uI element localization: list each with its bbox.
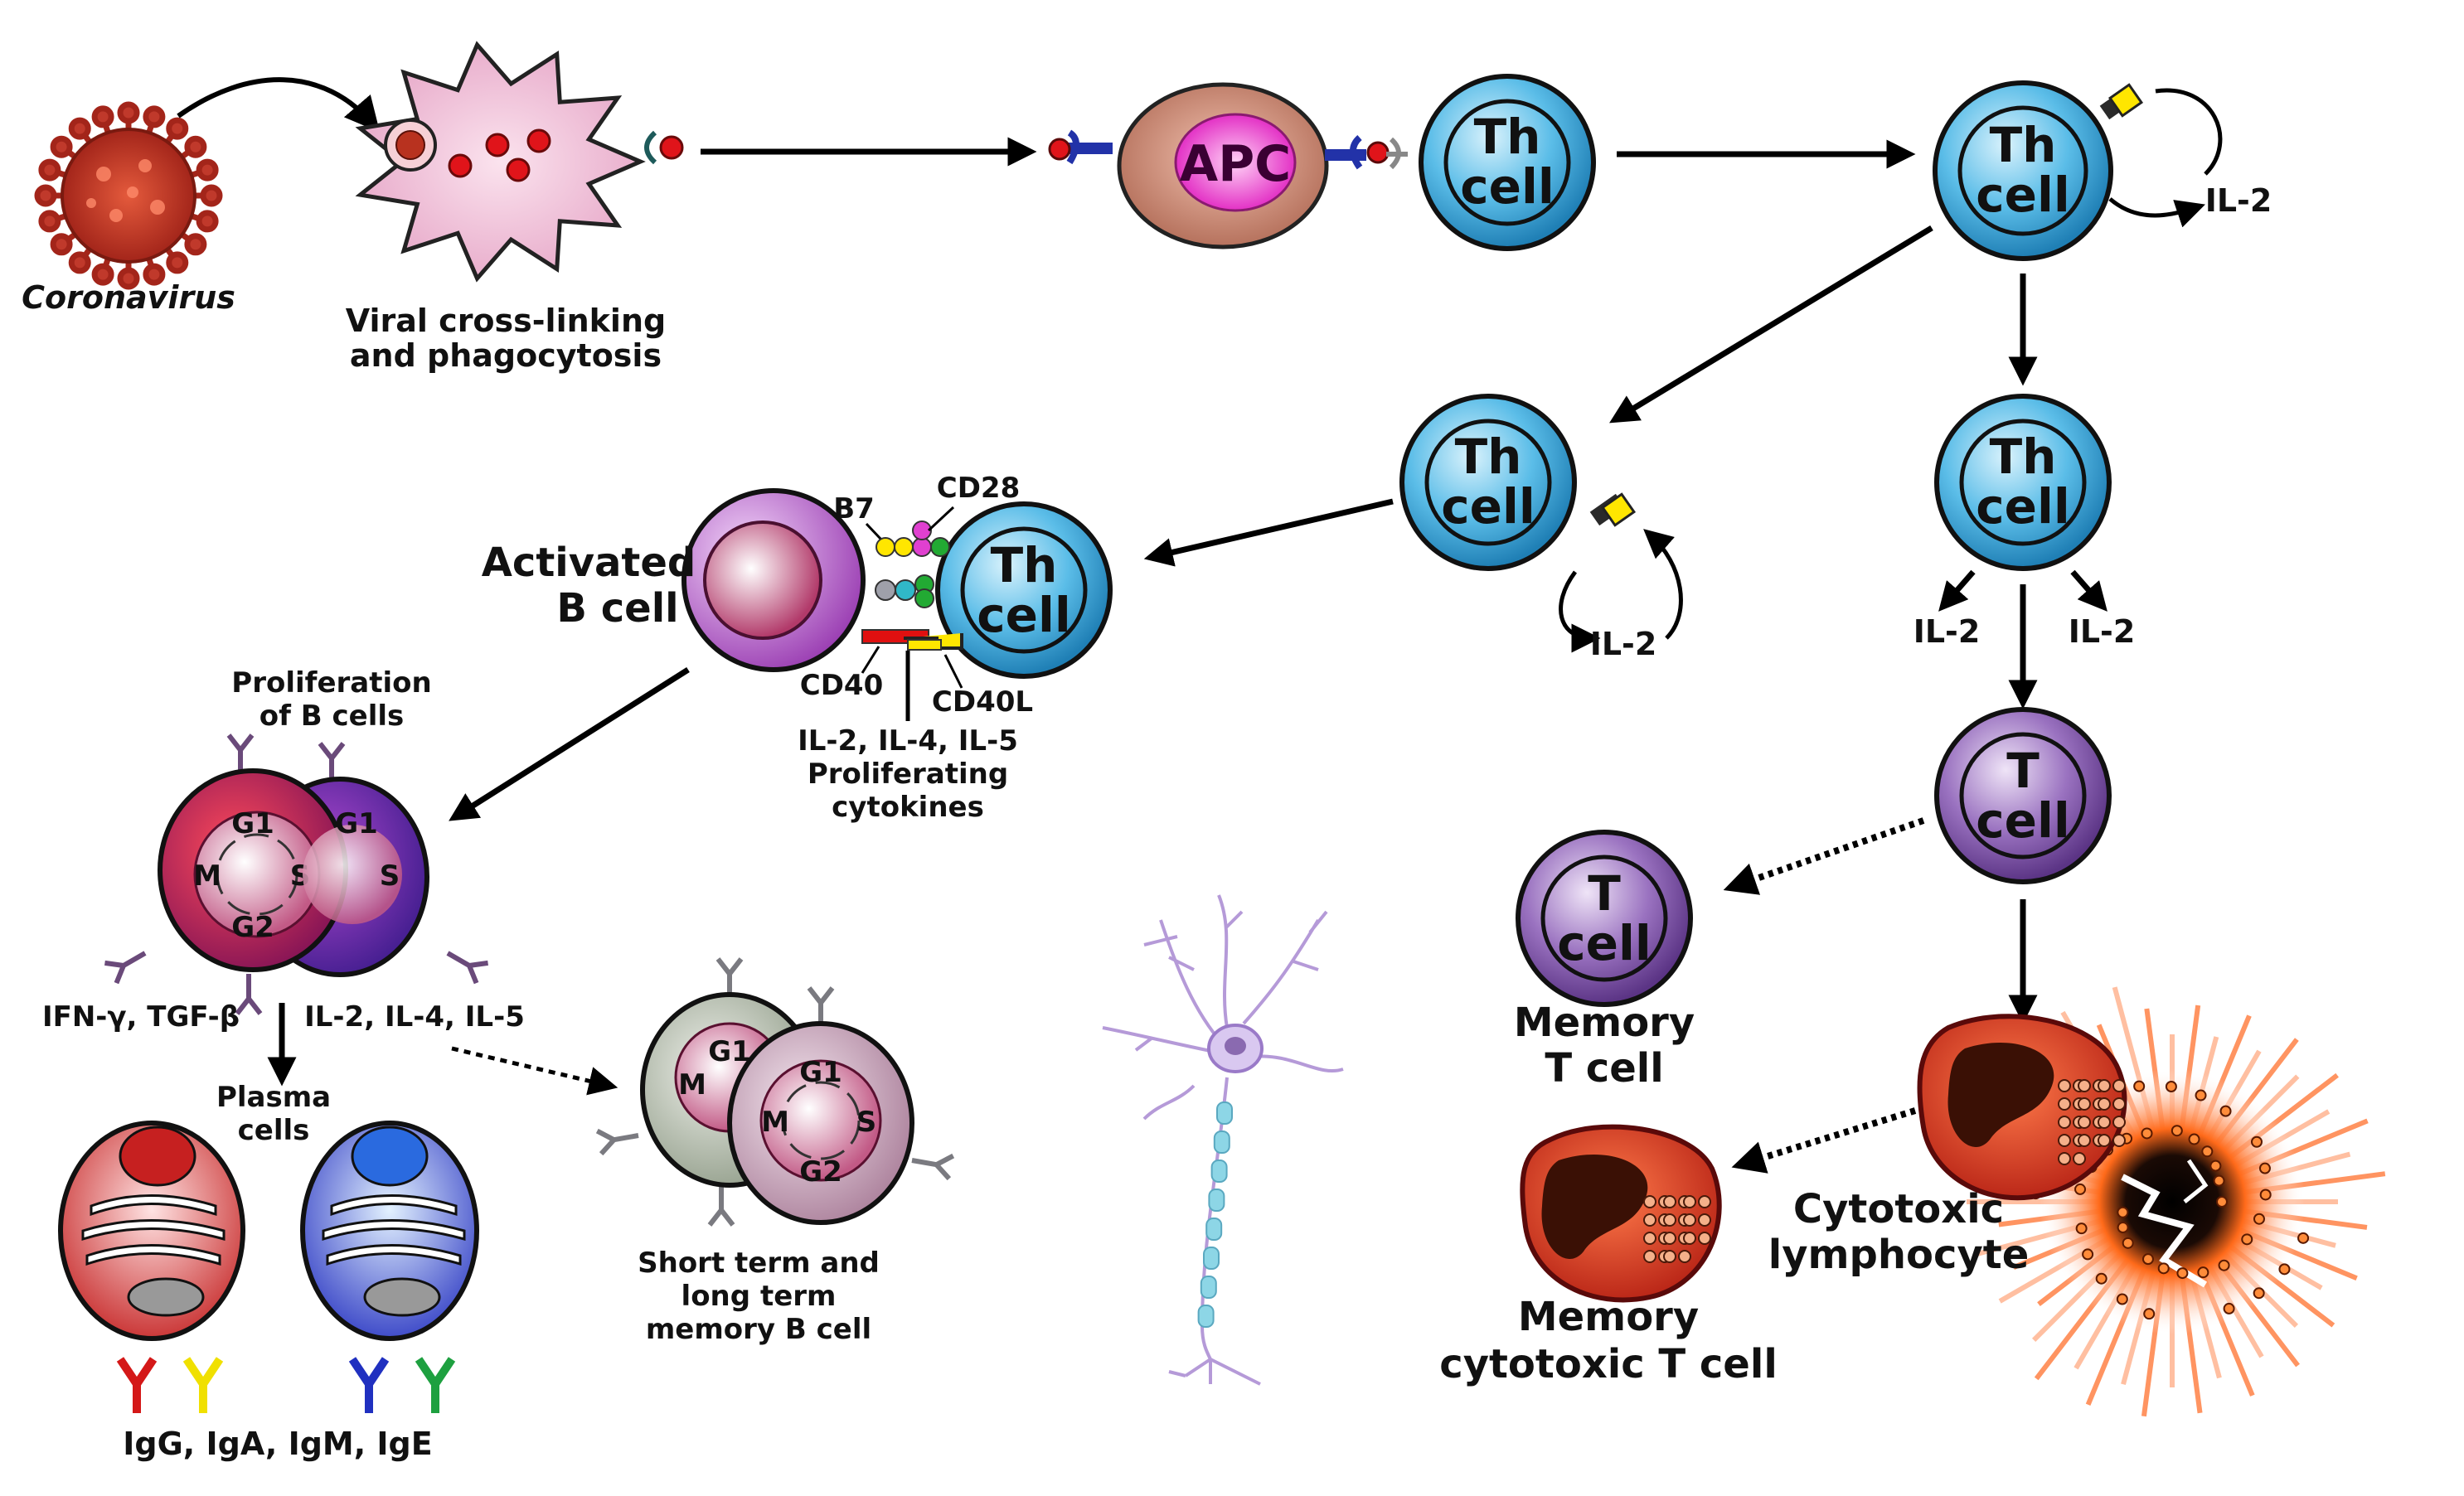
plasma-cell-red [58, 1121, 245, 1341]
memb-cycle-g1: G1 [799, 1056, 842, 1089]
activated-b-label-1: Activated [482, 540, 696, 586]
memb-cycle-s: S [856, 1106, 877, 1139]
memb-cycle-m-back: M [678, 1068, 706, 1101]
th-cell-2-cell: cell [1976, 167, 2069, 223]
phagocyte-cell [355, 41, 684, 283]
neuron-icon [1102, 894, 1344, 1386]
th-partner-cell: cell [977, 587, 1070, 643]
cd40l-label: CD40L [932, 685, 1033, 719]
memory-b-label-3: memory B cell [646, 1313, 871, 1346]
th-cell-3-cell: cell [1441, 478, 1535, 535]
memory-b-label-1: Short term and [638, 1247, 880, 1280]
memory-cytotoxic-t-cell [1520, 1124, 1722, 1303]
il2-receptor-icon [1589, 492, 1637, 527]
il2-label-1: IL-2 [2205, 182, 2272, 219]
th-cell-4-cell: cell [1976, 478, 2069, 535]
th-cell-4-th: Th [1990, 428, 2057, 485]
coronavirus-icon [34, 101, 223, 290]
th-cell-2-th: Th [1990, 117, 2057, 173]
memory-t-label-1: Memory [1514, 1000, 1695, 1046]
cycle-g1: G1 [231, 807, 274, 840]
cd40-cd40l-receptors [861, 629, 963, 651]
arrow-virus-to-phagocyte [177, 77, 381, 133]
il2-label-2: IL-2 [1590, 626, 1657, 662]
b7-cd28-receptors [875, 520, 950, 608]
il2-label-4: IL-2 [2069, 613, 2136, 650]
plasma-label-1: Plasma [216, 1081, 331, 1114]
arrow-to-th-cell-3 [1609, 225, 1933, 424]
cytotoxic-label-2: lymphocyte [1768, 1232, 2030, 1278]
memory-t-cell-text: cell [1557, 915, 1651, 971]
cd40-label: CD40 [800, 669, 884, 702]
activated-b-label-2: B cell [556, 585, 678, 632]
arrow-to-b-th-pair [1143, 498, 1394, 567]
antibody-icons [116, 1357, 456, 1413]
cytokines-label-1: IL-2, IL-4, IL-5 [798, 724, 1018, 758]
arrow-to-proliferation [449, 667, 690, 821]
memory-t-t: T [1588, 865, 1621, 922]
th-cell-1-cell: cell [1460, 158, 1554, 215]
th-cell-b-partner: Th cell [935, 501, 1113, 679]
memb-cycle-m: M [761, 1106, 789, 1139]
plasma-cell-blue [300, 1121, 479, 1341]
cycle-m: M [193, 859, 221, 893]
coronavirus-label: Coronavirus [22, 279, 235, 316]
cytokines-label-2: Proliferating [808, 758, 1008, 791]
th-cell-1-th: Th [1474, 109, 1541, 165]
il-245-label: IL-2, IL-4, IL-5 [304, 1000, 525, 1034]
memory-ctl-label-2: cytotoxic T cell [1439, 1341, 1778, 1387]
cycle-g1-b: G1 [335, 807, 378, 840]
proliferation-label-2: of B cells [259, 700, 405, 733]
memory-t-label-2: T cell [1545, 1045, 1663, 1092]
cd28-label: CD28 [937, 472, 1021, 505]
apc-label: APC [1180, 135, 1291, 193]
plasma-label-2: cells [238, 1114, 310, 1147]
il2-receptor-icon [2099, 83, 2144, 120]
arrow-to-memory-ctl [1731, 1107, 1917, 1174]
cycle-s-b: S [380, 859, 400, 893]
th-cell-3: Th cell [1399, 394, 1683, 653]
phagocytosis-label-line1: Viral cross-linking [346, 303, 666, 339]
memb-cycle-g2: G2 [799, 1155, 842, 1189]
t-cell-t: T [2006, 743, 2040, 799]
th-partner-th: Th [991, 537, 1058, 593]
proliferating-b-cells: G1 S G2 M G1 S [104, 733, 488, 1015]
t-cell-cell: cell [1976, 792, 2069, 849]
proliferation-label-1: Proliferation [231, 666, 431, 700]
th-cell-1: Th cell [1419, 74, 1596, 251]
immunoglobulin-label: IgG, IgA, IgM, IgE [123, 1426, 432, 1462]
t-cell: T cell [1934, 707, 2112, 884]
memory-t-cell: T cell [1516, 830, 1693, 1007]
memb-cycle-g1-back: G1 [708, 1035, 751, 1068]
arrow-to-memory-b [451, 1046, 618, 1096]
cytokines-label-3: cytokines [832, 791, 984, 824]
il2-label-3: IL-2 [1913, 613, 1981, 650]
th-cell-2: Th cell [1933, 80, 2223, 261]
arrow-il2-right [2070, 569, 2107, 612]
apc-cell: APC [1048, 82, 1408, 249]
arrow-il2-left [1938, 569, 1976, 612]
memory-b-cells: G1 S G2 M G1 M [595, 957, 955, 1227]
memory-b-label-2: long term [681, 1280, 837, 1313]
arrow-to-memory-t [1723, 817, 1925, 895]
cycle-g2: G2 [231, 911, 274, 944]
th-cell-4: Th cell [1934, 394, 2112, 571]
b7-label: B7 [833, 492, 875, 525]
th-cell-3-th: Th [1455, 428, 1522, 485]
memory-ctl-label-1: Memory [1518, 1294, 1699, 1340]
cytotoxic-lymphocyte [1917, 1014, 2127, 1201]
ifn-tgf-label: IFN-γ, TGF-β [42, 1000, 240, 1034]
activated-b-cell [681, 488, 866, 672]
cytotoxic-label-1: Cytotoxic [1793, 1186, 2004, 1232]
phagocytosis-label-line2: and phagocytosis [350, 337, 662, 374]
